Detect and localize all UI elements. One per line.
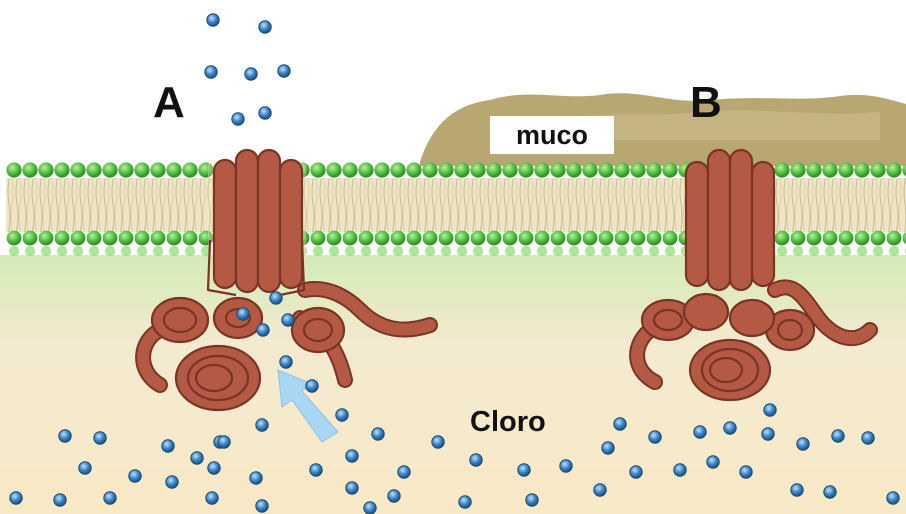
chloride-ion-icon xyxy=(206,492,218,504)
chloride-ion-icon xyxy=(740,466,752,478)
chloride-ion-icon xyxy=(614,418,626,430)
chloride-ion-icon xyxy=(824,486,836,498)
chloride-ion-icon xyxy=(372,428,384,440)
chloride-ion-icon xyxy=(282,314,294,326)
chloride-ion-icon xyxy=(205,66,217,78)
chloride-ion-icon xyxy=(398,466,410,478)
chloride-ion-icon xyxy=(832,430,844,442)
chloride-ion-icon xyxy=(256,500,268,512)
channel-a-label: A xyxy=(153,78,185,128)
chloride-ion-icon xyxy=(862,432,874,444)
chloride-ion-icon xyxy=(459,496,471,508)
chloride-ion-icon xyxy=(10,492,22,504)
chloride-ion-icon xyxy=(346,450,358,462)
chloride-ion-icon xyxy=(256,419,268,431)
chloride-ion-icon xyxy=(259,107,271,119)
chloride-ion-icon xyxy=(594,484,606,496)
chloride-ion-icon xyxy=(207,14,219,26)
chloride-ion-icon xyxy=(764,404,776,416)
chloride-ion-icon xyxy=(79,462,91,474)
chloride-ion-icon xyxy=(208,462,220,474)
chloride-ion-icon xyxy=(259,21,271,33)
chloride-ion-icon xyxy=(257,324,269,336)
chloride-ion-icon xyxy=(707,456,719,468)
chloride-ion-icon xyxy=(630,466,642,478)
chloride-ion-icon xyxy=(237,308,249,320)
chloride-ion-icon xyxy=(649,431,661,443)
chloride-ion-icon xyxy=(232,113,244,125)
chloride-ion-icon xyxy=(218,436,230,448)
chloride-ion-icon xyxy=(364,502,376,514)
chloride-ion-icon xyxy=(54,494,66,506)
chloride-ion-icon xyxy=(724,422,736,434)
chloride-label: Cloro xyxy=(470,406,546,439)
chloride-ion-icon xyxy=(162,440,174,452)
chloride-ion-icon xyxy=(560,460,572,472)
chloride-ion-icon xyxy=(270,292,282,304)
chloride-ion-icon xyxy=(278,65,290,77)
chloride-ion-icon xyxy=(245,68,257,80)
chloride-ion-icon xyxy=(694,426,706,438)
chloride-ion-icon xyxy=(191,452,203,464)
chloride-ion-icon xyxy=(104,492,116,504)
chloride-ion-icon xyxy=(526,494,538,506)
chloride-ion-icon xyxy=(166,476,178,488)
chloride-ion-icon xyxy=(674,464,686,476)
chloride-ion-icon xyxy=(94,432,106,444)
chloride-ion-icon xyxy=(797,438,809,450)
chloride-ion-icon xyxy=(250,472,262,484)
chloride-ion-icon xyxy=(887,492,899,504)
chloride-ion-icon xyxy=(762,428,774,440)
chloride-ion-icon xyxy=(336,409,348,421)
chloride-ion-icon xyxy=(602,442,614,454)
chloride-ion-icon xyxy=(470,454,482,466)
chloride-ion-icon xyxy=(388,490,400,502)
chloride-ion-icon xyxy=(518,464,530,476)
chloride-ion-icon xyxy=(346,482,358,494)
mucus-label: muco xyxy=(490,116,614,154)
chloride-ion-icon xyxy=(432,436,444,448)
chloride-ion-icon xyxy=(310,464,322,476)
chloride-ion-icon xyxy=(59,430,71,442)
chloride-ion-icon xyxy=(280,356,292,368)
channel-b-label: B xyxy=(690,78,722,128)
chloride-ion-icon xyxy=(306,380,318,392)
chloride-ion-icon xyxy=(791,484,803,496)
chloride-ion-icon xyxy=(129,470,141,482)
